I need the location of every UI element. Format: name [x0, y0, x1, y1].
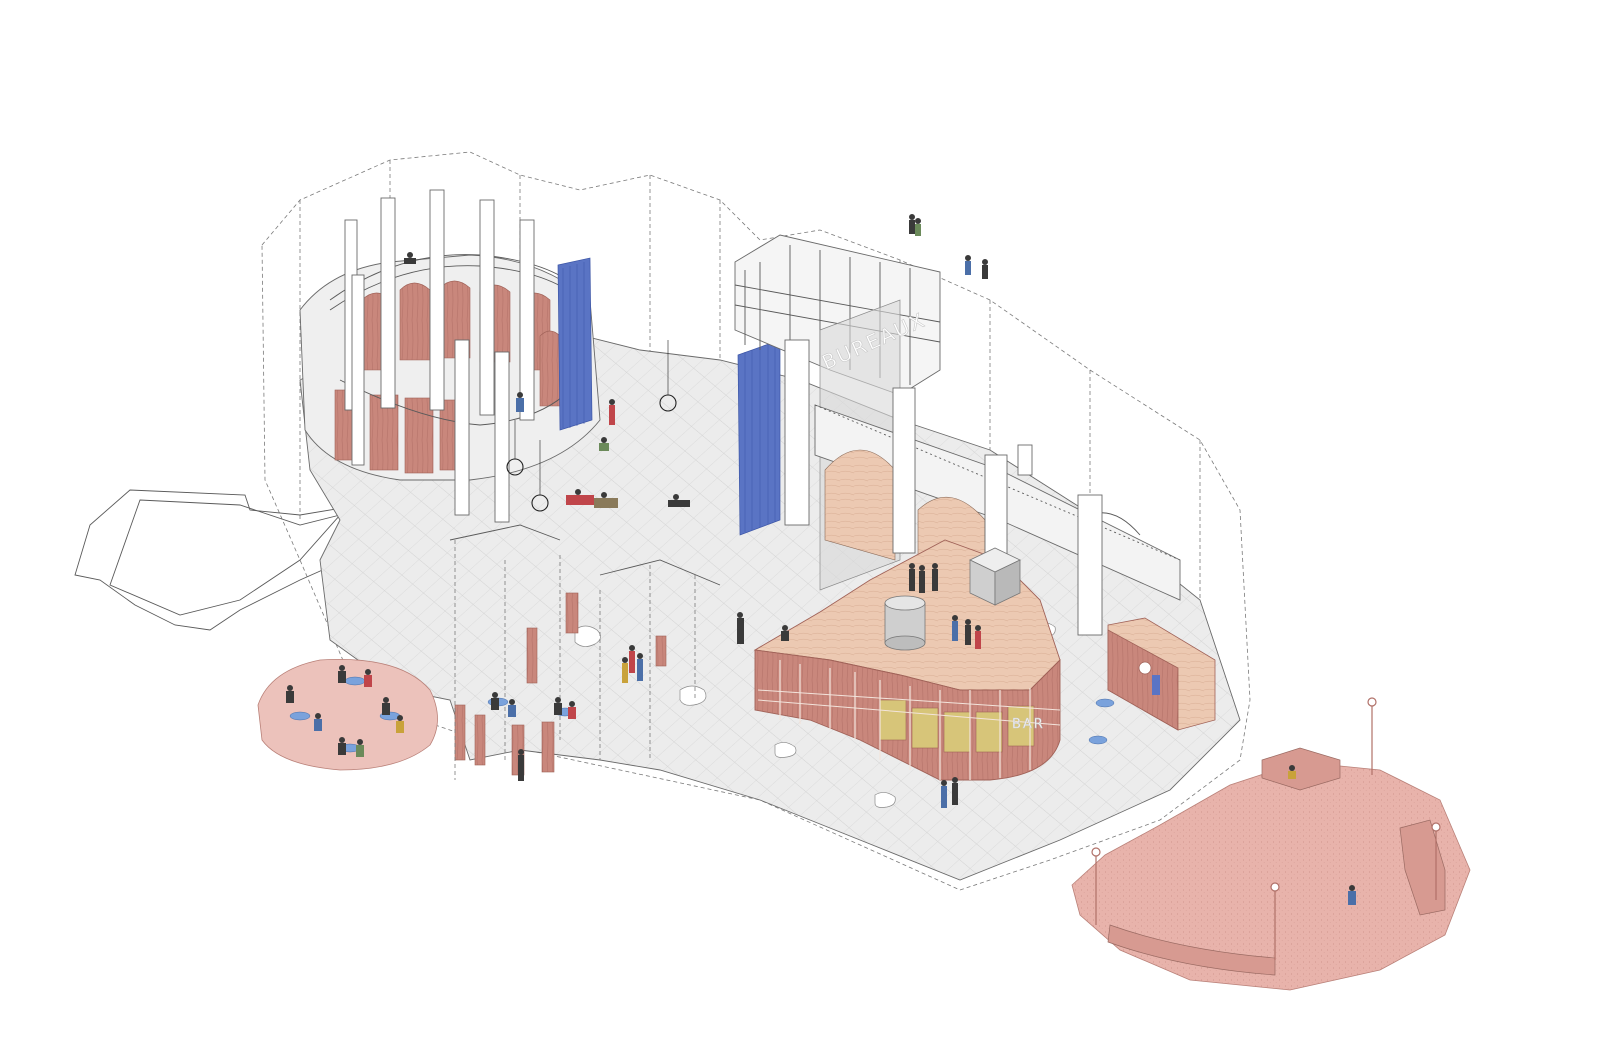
person — [566, 489, 594, 505]
curtain-left — [557, 257, 593, 431]
interior-walls — [449, 524, 721, 780]
person — [919, 565, 925, 593]
person — [909, 563, 915, 591]
person — [952, 777, 958, 805]
curtain-right — [737, 339, 781, 536]
person — [965, 255, 971, 275]
rotunda-columns — [344, 189, 535, 523]
person — [599, 437, 609, 451]
person — [338, 737, 346, 755]
person — [1348, 885, 1356, 905]
left-annex-outline — [74, 489, 396, 631]
person — [975, 625, 981, 649]
person — [518, 749, 524, 781]
person — [356, 739, 364, 757]
person — [915, 218, 921, 236]
person — [941, 780, 947, 808]
person — [314, 713, 322, 731]
person — [382, 697, 390, 715]
person — [286, 685, 294, 703]
sign-bar: BAR — [1012, 717, 1045, 732]
person — [491, 692, 499, 710]
person — [952, 615, 958, 641]
person — [516, 392, 524, 412]
person — [396, 715, 404, 733]
bar-pavilion: BAR — [753, 539, 1061, 781]
aerial-rings — [506, 340, 677, 512]
person — [781, 625, 789, 641]
right-plaza — [1071, 697, 1471, 991]
person — [668, 494, 690, 507]
person — [364, 669, 372, 687]
person — [982, 259, 988, 279]
person — [909, 214, 915, 234]
people — [286, 214, 1356, 905]
person — [594, 492, 618, 508]
person — [404, 252, 416, 264]
person — [554, 697, 562, 715]
person — [609, 399, 615, 425]
person — [737, 612, 744, 644]
person — [568, 701, 576, 719]
person — [637, 653, 643, 681]
blue-curtains — [557, 257, 781, 536]
person — [508, 699, 516, 717]
person — [629, 645, 635, 673]
left-rotunda — [299, 189, 601, 523]
metal-cylinder — [884, 595, 926, 651]
wood-kiosk — [1107, 617, 1216, 731]
person — [1288, 765, 1296, 779]
person — [965, 619, 971, 645]
person — [932, 563, 938, 591]
lamp-posts — [1091, 697, 1441, 960]
metal-cube — [969, 547, 1021, 606]
plaza-benches — [1107, 747, 1446, 976]
person — [338, 665, 346, 683]
person — [622, 657, 628, 683]
